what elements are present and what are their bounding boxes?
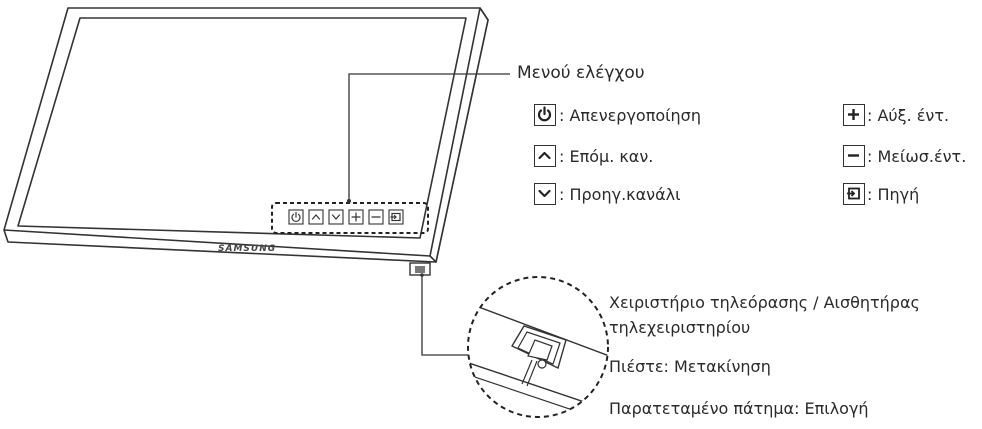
legend-power-label: : Απενεργοποίηση bbox=[559, 106, 701, 125]
control-menu-title: Μενού ελέγχου bbox=[517, 63, 645, 83]
legend-source-label: : Πηγή bbox=[867, 185, 920, 204]
control-menu-leader-line bbox=[348, 73, 510, 201]
controller-title-rest: Αισθητήρας bbox=[823, 293, 920, 312]
plus-icon bbox=[843, 104, 865, 126]
minus-icon bbox=[843, 145, 865, 167]
tv-brand-logo: SAMSUNG bbox=[218, 244, 276, 254]
controller-title-line2: τηλεχειριστηρίου bbox=[609, 318, 751, 337]
controller-title: Χειριστήριο τηλεόρασης / Αισθητήρας bbox=[609, 293, 920, 312]
legend-minus-label: : Μείωσ.έντ. bbox=[867, 147, 967, 166]
legend-down-label: : Προηγ.κανάλι bbox=[559, 185, 681, 204]
chevron-down-icon bbox=[534, 183, 556, 205]
controller-title-sep: / bbox=[808, 293, 824, 312]
sensor-leader-line bbox=[421, 275, 488, 356]
chevron-up-icon bbox=[534, 145, 556, 167]
source-icon bbox=[843, 183, 865, 205]
power-icon bbox=[534, 104, 556, 126]
control-menu-callout-box bbox=[271, 202, 429, 234]
legend-up-label: : Επόμ. καν. bbox=[559, 147, 654, 166]
zoom-circle-outline bbox=[467, 276, 609, 418]
tv-frame bbox=[3, 7, 489, 263]
legend-plus-label: : Αύξ. έντ. bbox=[867, 106, 950, 125]
controller-long-press-label: Παρατεταμένο πάτημα: Επιλογή bbox=[609, 399, 869, 418]
controller-title-main: Χειριστήριο τηλεόρασης bbox=[609, 293, 809, 312]
controller-zoom-detail bbox=[468, 277, 608, 417]
controller-press-label: Πιέστε: Μετακίνηση bbox=[609, 357, 771, 376]
